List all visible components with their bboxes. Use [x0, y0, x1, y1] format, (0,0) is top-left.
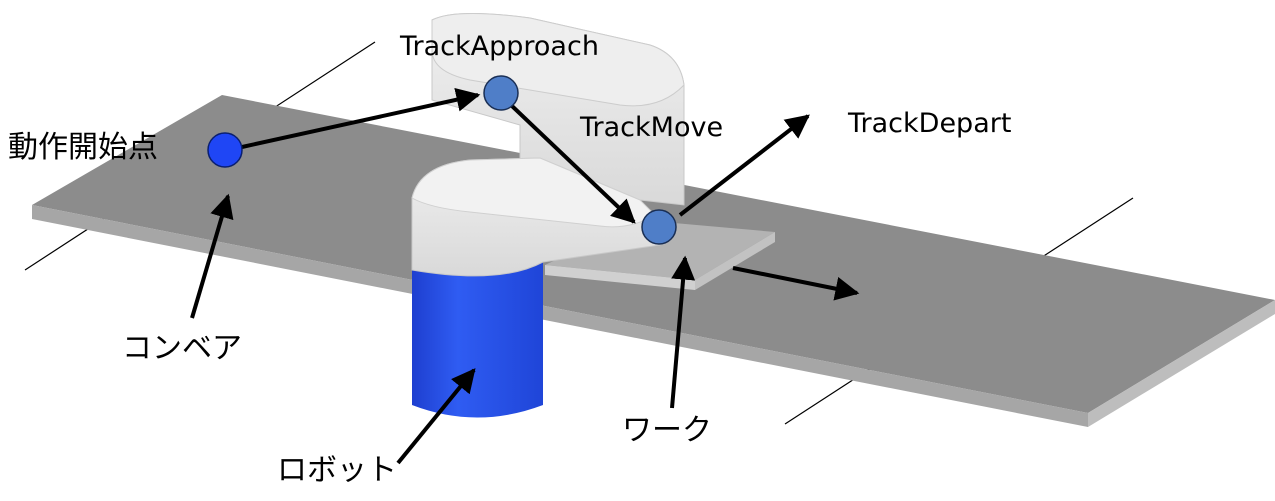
work-top [545, 220, 775, 280]
label-track-depart: TrackDepart [847, 108, 1011, 139]
arrow-conveyor-direction [732, 266, 860, 301]
robot [411, 12, 685, 418]
work-piece [545, 220, 775, 290]
arrow-move-to-depart [678, 114, 810, 217]
work-side [695, 232, 775, 290]
arrow-robot-label [396, 368, 476, 465]
conveyor-front [32, 205, 1088, 427]
label-work: ワーク [622, 413, 712, 448]
track-move-marker [641, 209, 677, 245]
label-track-approach: TrackApproach [399, 31, 599, 62]
label-robot: ロボット [277, 453, 397, 488]
start-point-marker [207, 132, 243, 168]
arrow-start-to-approach [241, 87, 481, 149]
track-approach-marker [483, 75, 519, 111]
arrow-conveyor-label [190, 193, 234, 319]
arrows [190, 87, 860, 465]
arrow-approach-to-move [510, 104, 636, 224]
work-front [545, 265, 695, 290]
label-track-move: TrackMove [579, 112, 723, 143]
label-start-point: 動作開始点 [8, 130, 158, 165]
label-conveyor: コンベア [122, 331, 242, 366]
robot-lower-arm-top [411, 157, 656, 228]
arrow-work-label [670, 255, 696, 409]
robot-base [412, 255, 543, 418]
conveyor-end [1088, 300, 1275, 427]
